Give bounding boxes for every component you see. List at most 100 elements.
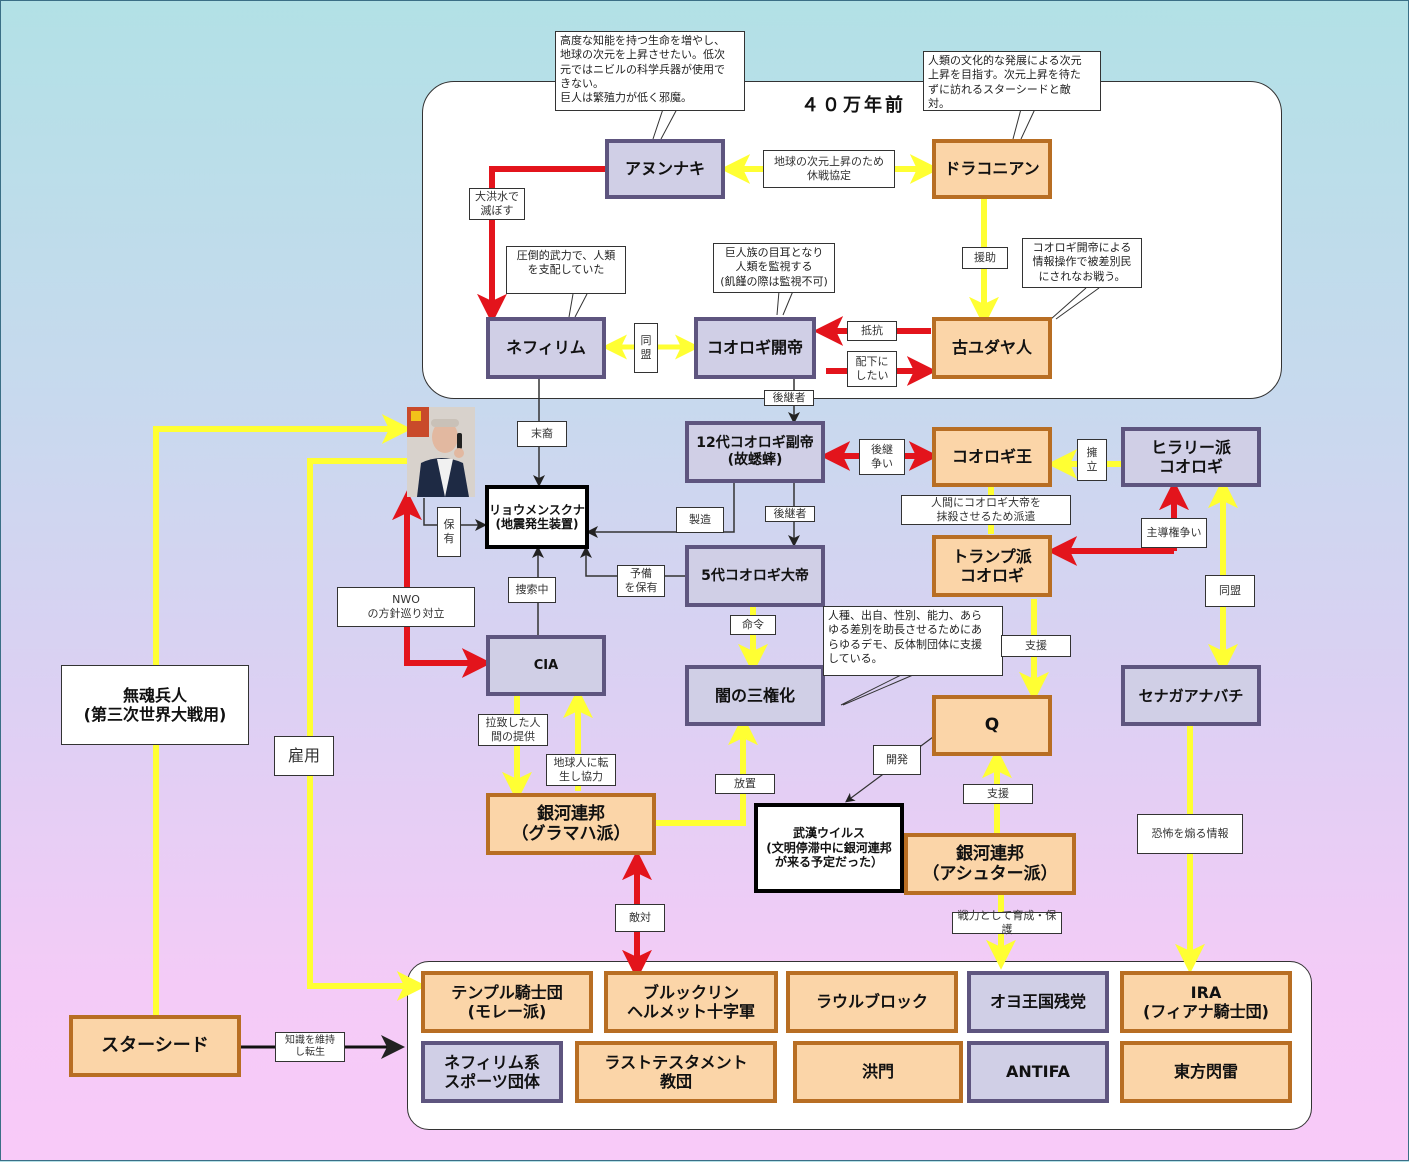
node-label: コオロギ王 [951,447,1032,467]
label-develop: 開発 [873,745,921,775]
node-starseed[interactable]: スターシード [69,1015,241,1077]
node-mukon[interactable]: 無魂兵人 (第三次世界大戦用) [61,665,249,745]
label-abducted: 拉致した人 間の提供 [478,714,548,746]
node-label: Q [984,715,1000,736]
node-label: 東方閃雷 [1173,1062,1238,1082]
node-ginga-gurama[interactable]: 銀河連邦 （グラマハ派） [486,793,656,855]
label-descendant: 末裔 [517,421,567,447]
node-koorogi-kaitei[interactable]: コオロギ開帝 [694,317,816,379]
label-searching: 捜索中 [508,577,556,603]
jews-note: コオロギ開帝による 情報操作で被差別民 にされなお戦う。 [1022,238,1142,288]
label-successor2: 後継者 [765,506,815,522]
person-photo-icon [407,407,475,497]
node-label: オヨ王国残党 [989,992,1086,1012]
label-flood: 大洪水で 滅ぼす [469,188,525,220]
label-spare: 予備 を保有 [617,565,665,597]
group-oyo-remnant[interactable]: オヨ王国残党 [967,971,1109,1033]
node-label: スターシード [101,1035,209,1057]
node-label: テンプル騎士団 (モレー派) [451,982,563,1021]
label-alliance-neph: 同 盟 [634,323,658,373]
node-label: 闇の三権化 [714,685,795,705]
node-yami[interactable]: 闇の三権化 [685,665,825,726]
node-label: 12代コオロギ副帝 (故蟋蟀) [696,435,814,468]
label-command: 命令 [730,615,776,635]
group-antifa[interactable]: ANTIFA [967,1041,1109,1103]
node-q[interactable]: Q [932,695,1052,756]
node-koorogi-12[interactable]: 12代コオロギ副帝 (故蟋蟀) [685,421,825,483]
node-cia[interactable]: CIA [486,635,606,696]
label-possess: 保 有 [437,507,461,557]
node-label: ネフィリム系 スポーツ団体 [444,1052,540,1091]
label-neglect: 放置 [715,774,775,794]
group-raul-block[interactable]: ラウルブロック [786,971,958,1033]
label-employ: 雇用 [274,736,334,776]
label-nwo: NWO の方針巡り対立 [337,587,475,627]
node-label: 5代コオロギ大帝 [701,567,809,584]
group-eastern-lightning[interactable]: 東方閃雷 [1120,1041,1292,1103]
label-hostile: 敵対 [615,904,665,932]
group-templar[interactable]: テンプル騎士団 (モレー派) [421,971,593,1033]
node-label: ドラコニアン [944,159,1040,179]
label-support2: 支援 [963,784,1033,804]
node-trump[interactable]: トランプ派 コオロギ [932,535,1052,597]
label-aid: 援助 [962,247,1008,269]
label-fear-info: 恐怖を煽る情報 [1137,814,1243,854]
era-title: ４０万年前 [801,95,906,116]
group-brooklyn[interactable]: ブルックリン ヘルメット十字軍 [604,971,778,1033]
node-label: ラウルブロック [815,992,928,1012]
label-support1: 支援 [1001,635,1071,657]
label-train-protect: 戦力として育成・保護 [952,909,1062,936]
label-backing: 擁 立 [1077,439,1107,481]
node-koorogi-5[interactable]: 5代コオロギ大帝 [685,545,825,607]
node-label: ブルックリン ヘルメット十字軍 [626,982,755,1021]
group-nephilim-sports[interactable]: ネフィリム系 スポーツ団体 [421,1041,563,1103]
node-label: セナガアナバチ [1138,686,1244,705]
person-on-phone-photo [407,407,475,497]
label-succession-fight: 後継 争い [859,439,905,475]
node-label: ANTIFA [1005,1062,1071,1082]
node-label: 銀河連邦 （アシュター派） [922,843,1058,884]
node-anunnaki[interactable]: アヌンナキ [605,139,725,199]
group-ira[interactable]: IRA (フィアナ騎士団) [1120,971,1292,1033]
label-leadership-fight: 主導権争い [1141,518,1207,548]
node-wuhan[interactable]: 武漢ウイルス (文明停滞中に銀河連邦 が来る予定だった） [754,803,904,893]
kaitei-note: 巨人族の目耳となり 人類を監視する (飢饉の際は監視不可) [713,243,835,293]
label-reincarnate-help: 地球人に転 生し協力 [546,754,616,786]
draconian-note: 人類の文化的な発展による次元 上昇を目指す。次元上昇を待た ずに訪れるスターシー… [923,51,1101,111]
node-label: 無魂兵人 (第三次世界大戦用) [83,685,227,724]
node-hillary[interactable]: ヒラリー派 コオロギ [1121,427,1261,487]
group-hongmen[interactable]: 洪門 [793,1041,963,1103]
yami-note: 人種、出自、性別、能力、あら ゆる差別を助長させるためにあ らゆるデモ、反体制団… [823,606,1003,676]
label-subordinate: 配下に したい [847,351,897,387]
node-label: 武漢ウイルス (文明停滞中に銀河連邦 が来る予定だった） [766,826,892,870]
group-last-testament[interactable]: ラストテスタメント 教団 [575,1041,777,1103]
node-label: ネフィリム [506,338,586,358]
label-dispatch: 人間にコオロギ大帝を 抹殺させるため派遣 [901,495,1071,525]
node-ginga-ashtar[interactable]: 銀河連邦 （アシュター派） [904,833,1076,895]
node-label: ラストテスタメント 教団 [604,1052,748,1091]
node-draconian[interactable]: ドラコニアン [932,139,1052,199]
label-truce: 地球の次元上昇のため 休戦協定 [763,150,895,188]
node-koorogi-king[interactable]: コオロギ王 [932,427,1052,487]
label-manufacture: 製造 [676,507,724,533]
node-label: 洪門 [861,1062,894,1082]
nephilim-note: 圧倒的武力で、人類 を支配していた [506,246,626,294]
node-label: リョウメンスクナ (地震発生装置) [489,502,585,531]
node-label: ヒラリー派 コオロギ [1150,437,1231,476]
node-old-jews[interactable]: 古ユダヤ人 [932,317,1052,379]
node-label: IRA (フィアナ騎士団) [1143,982,1269,1021]
label-successor1: 後継者 [764,390,814,406]
arrow-employ [307,458,427,1001]
node-nephilim[interactable]: ネフィリム [486,317,606,379]
node-label: 銀河連邦 （グラマハ派） [511,803,631,844]
node-label: 古ユダヤ人 [951,338,1032,358]
label-keep-knowledge: 知識を維持 し転生 [275,1032,345,1062]
label-alliance-senaga: 同盟 [1205,575,1255,607]
node-label: アヌンナキ [624,159,705,179]
anunnaki-note: 高度な知能を持つ生命を増やし、 地球の次元を上昇させたい。低次 元ではニビルの科… [555,31,745,111]
node-senaga[interactable]: セナガアナバチ [1121,665,1261,726]
node-label: コオロギ開帝 [706,338,803,358]
node-ryoumen[interactable]: リョウメンスクナ (地震発生装置) [485,485,589,549]
node-label: CIA [533,657,559,673]
label-resist: 抵抗 [847,321,897,341]
